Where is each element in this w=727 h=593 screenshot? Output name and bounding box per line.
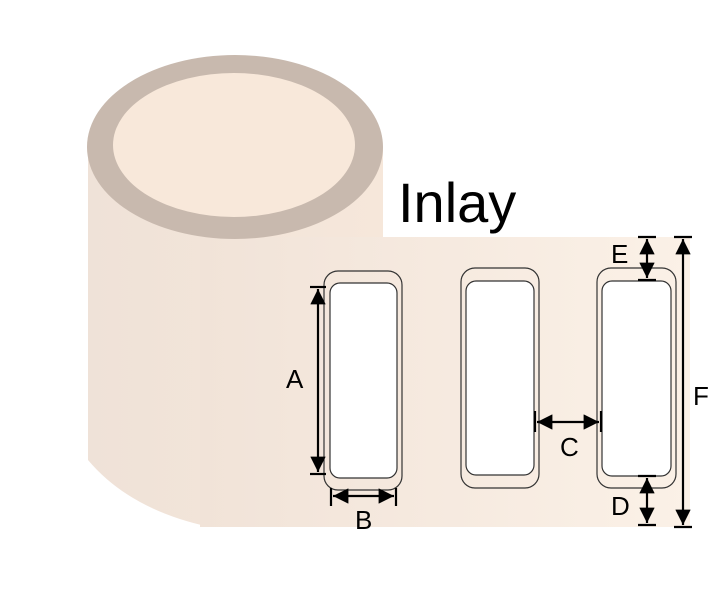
dimension-b-label: B	[355, 505, 372, 535]
roll-body	[88, 147, 383, 527]
dimension-a-label: A	[286, 364, 304, 394]
dimension-c-arrow	[533, 411, 603, 432]
label-1	[323, 270, 403, 491]
dimension-d-arrow	[638, 474, 656, 527]
dimension-f-label: F	[693, 381, 709, 411]
roll-core	[113, 73, 355, 217]
dimension-d-label: D	[611, 491, 630, 521]
dimension-b-arrow	[329, 488, 398, 506]
dimension-a-arrow	[310, 285, 326, 476]
label-3	[596, 267, 677, 489]
dimension-c-label: C	[560, 432, 579, 462]
dimension-e-label: E	[611, 239, 628, 269]
label-2	[460, 267, 540, 489]
diagram-title: Inlay	[398, 171, 516, 234]
dimension-f-arrow	[674, 235, 692, 529]
dimension-e-arrow	[638, 235, 656, 282]
